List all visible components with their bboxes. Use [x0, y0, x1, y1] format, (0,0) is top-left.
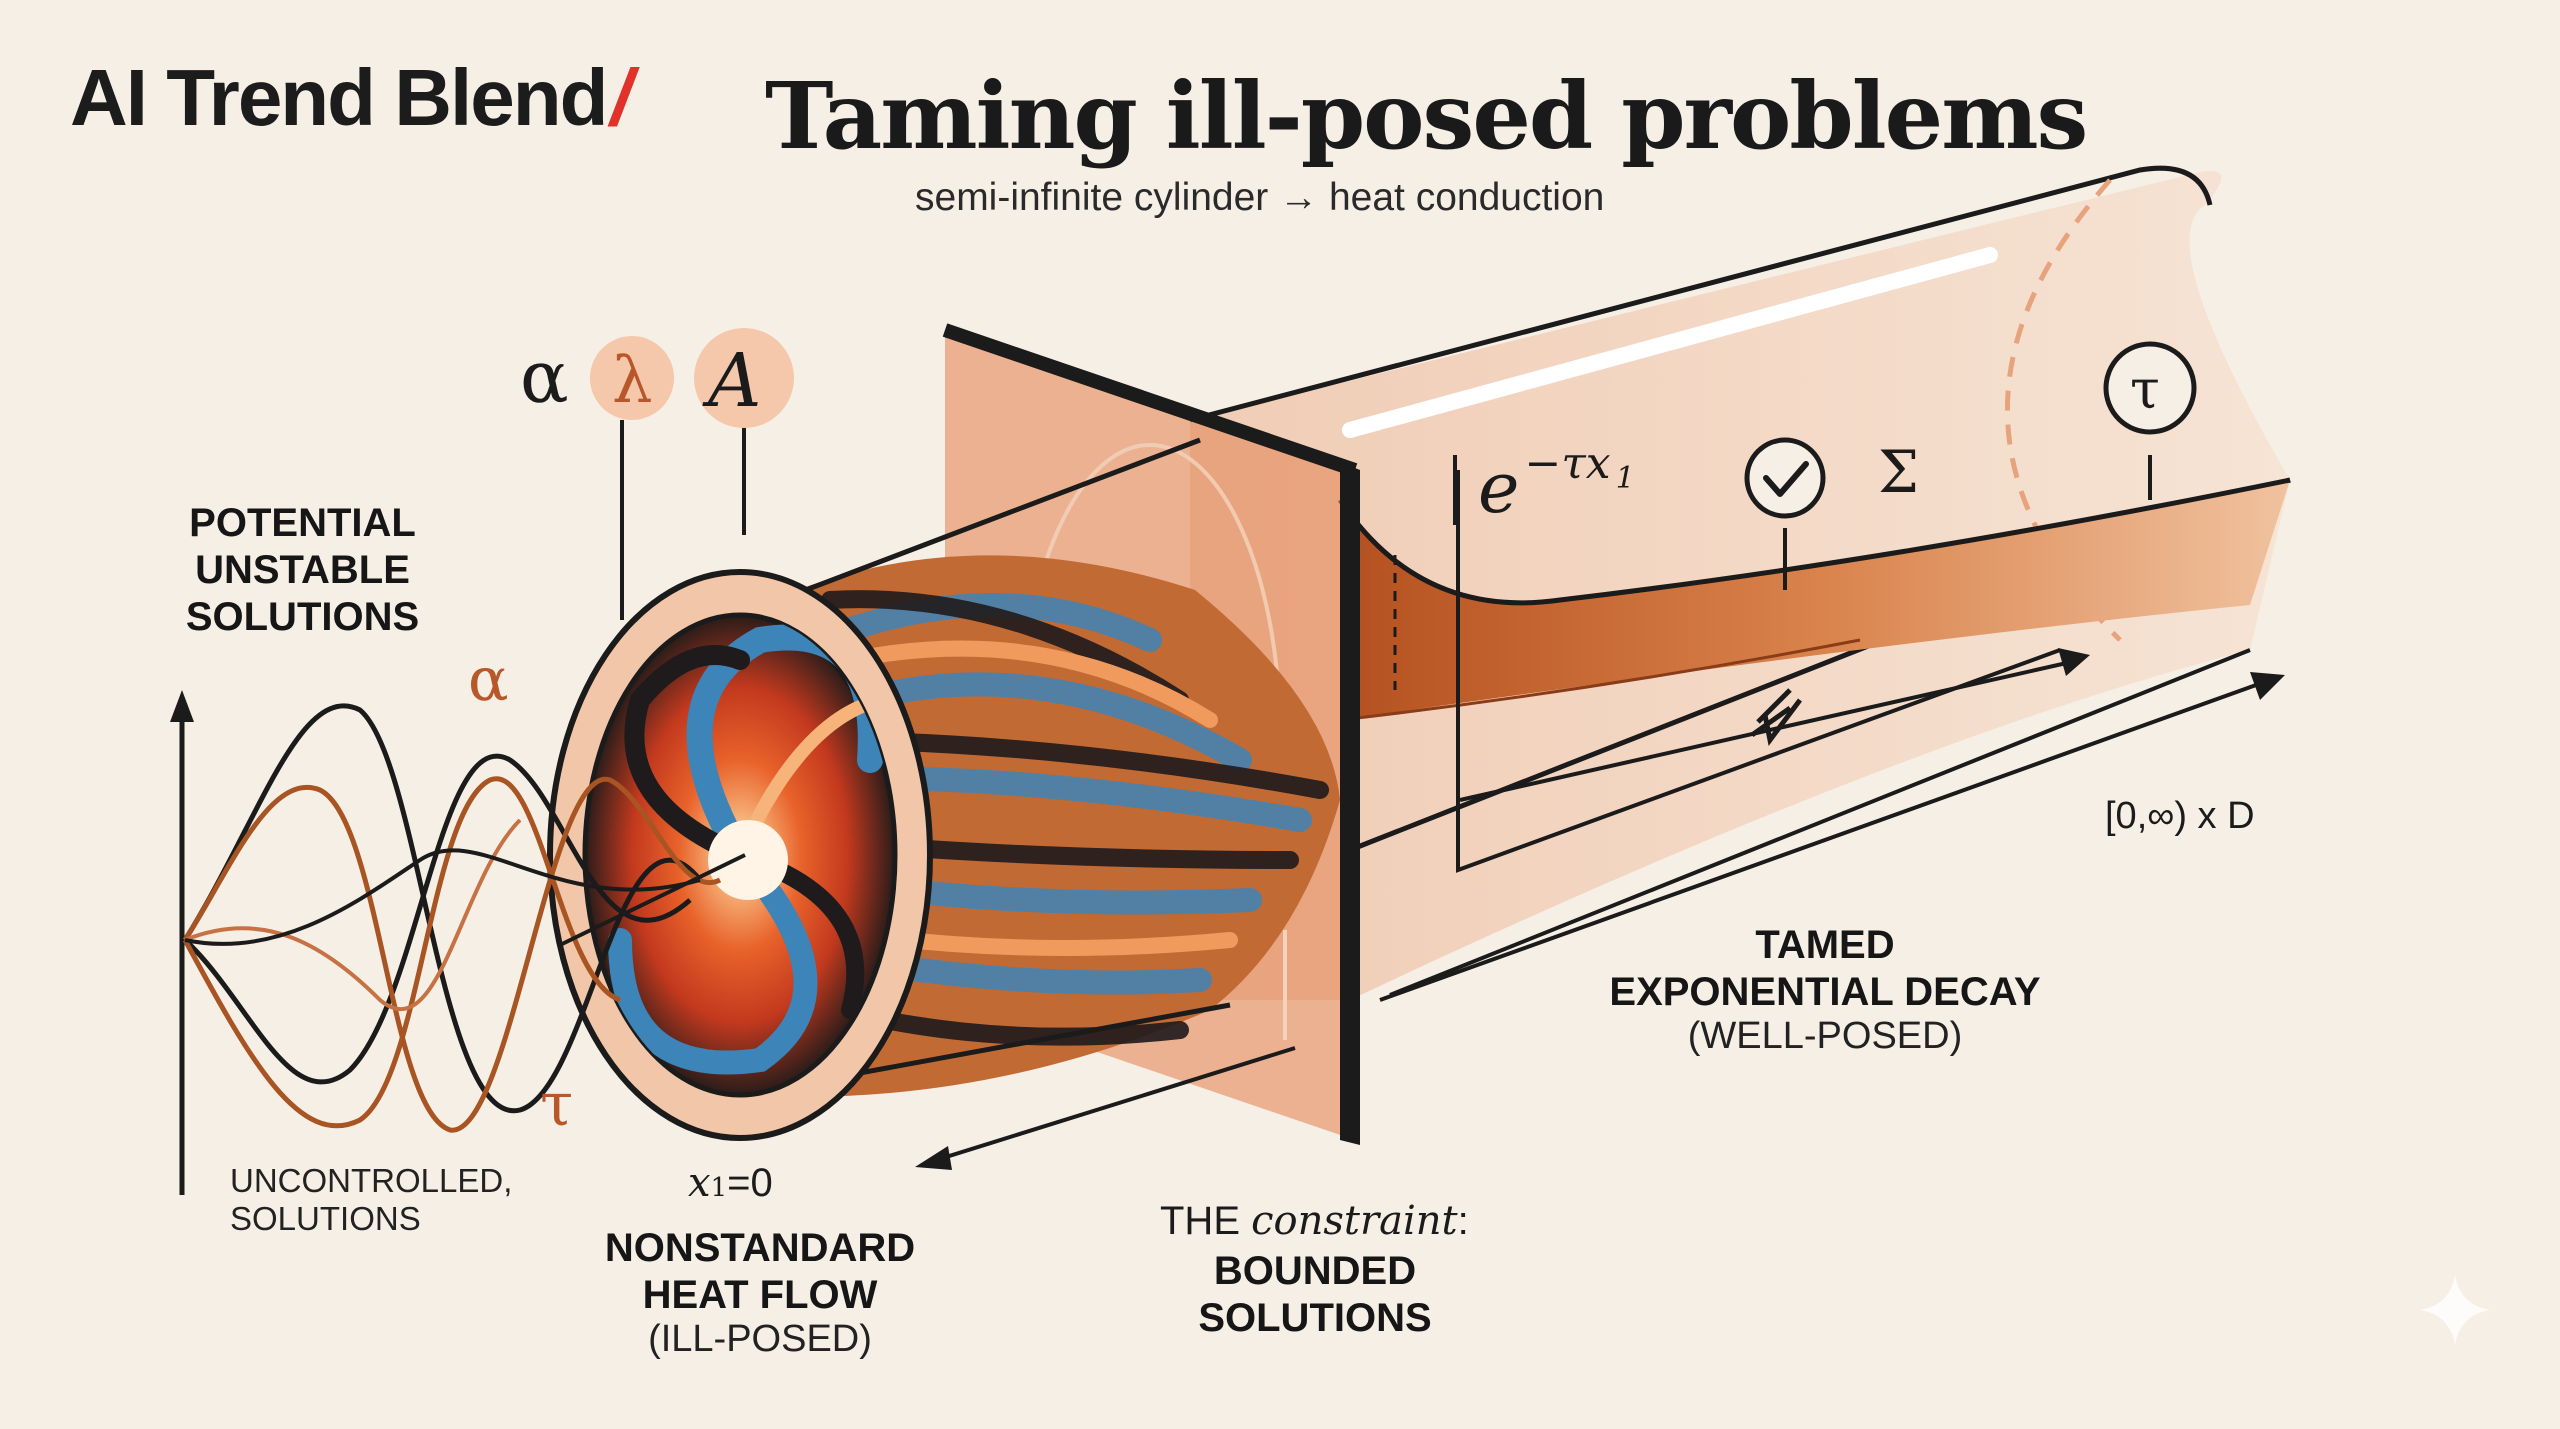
tau-wave-label: τ — [540, 1070, 573, 1140]
unstable-waves — [170, 690, 746, 1195]
bounded-label: BOUNDED SOLUTIONS — [1198, 1249, 1432, 1340]
lambda-badge — [590, 336, 674, 420]
brand-slash: / — [610, 53, 633, 142]
tau-badge — [2103, 341, 2197, 435]
decay-formula: e −τx 1 — [1478, 438, 1635, 529]
symbol-pointers — [620, 420, 2152, 620]
constraint-label: THE constraint: — [1160, 1198, 1469, 1244]
tamed-label: TAMED EXPONENTIAL DECAY — [1609, 923, 2041, 1014]
x1-zero-label: x1=0 — [688, 1160, 773, 1206]
bottom-arrow — [915, 1046, 1296, 1170]
turbulent-cylinder — [547, 437, 1340, 1141]
uncontrolled-label: UNCONTROLLED, SOLUTIONS — [230, 1162, 513, 1237]
check-icon — [1744, 437, 1826, 519]
A-badge — [694, 328, 794, 428]
tau-circle-label: τ — [2130, 358, 2160, 421]
page-subtitle: semi-infinite cylinder → heat conduction — [915, 176, 1605, 219]
domain-label: [0,∞) x D — [2105, 795, 2255, 837]
wellposed-label: (WELL-POSED) — [1687, 1015, 1963, 1057]
brand-text: AI Trend Blend — [70, 53, 608, 142]
decay-funnel — [1337, 470, 2291, 1002]
unstable-label: POTENTIAL UNSTABLE SOLUTIONS — [185, 501, 420, 639]
page-title: Taming ill-posed problems — [765, 62, 2088, 170]
nonstandard-label: NONSTANDARD HEAT FLOW — [604, 1226, 916, 1317]
illposed-label: (ILL-POSED) — [648, 1318, 872, 1360]
symbol-badges — [590, 328, 2197, 519]
alpha-symbol: α — [520, 335, 569, 419]
sigma-symbol: Σ — [1878, 438, 1919, 506]
sparkle-icon — [2420, 1275, 2490, 1345]
brand-logo: AI Trend Blend/ — [70, 52, 633, 144]
A-symbol: A — [702, 338, 761, 424]
alpha-wave-label: α — [468, 645, 509, 715]
lambda-symbol: λ — [612, 344, 653, 418]
